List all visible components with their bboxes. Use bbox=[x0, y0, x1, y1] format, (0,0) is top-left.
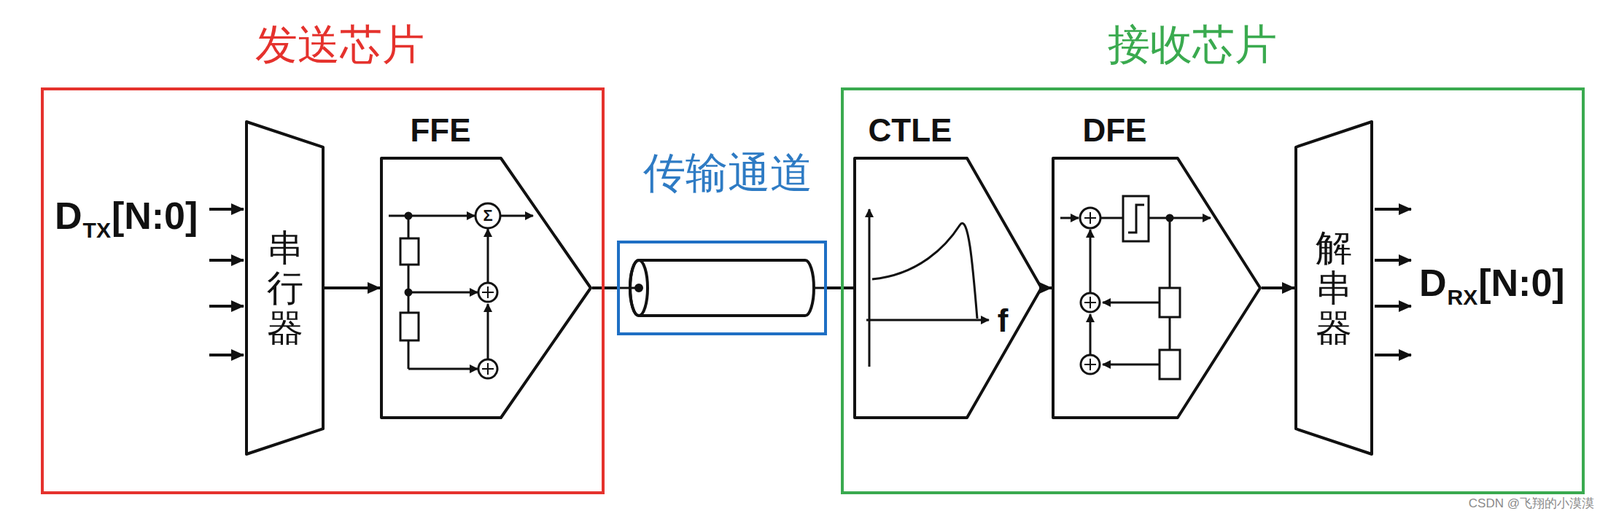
ffe-block: FFE bbox=[379, 156, 593, 420]
delay-box bbox=[1159, 350, 1180, 380]
wire bbox=[388, 215, 475, 218]
frequency-curve bbox=[872, 223, 978, 319]
signal-name: D bbox=[1419, 263, 1447, 302]
input-arrow bbox=[209, 207, 244, 211]
node-dot bbox=[635, 285, 642, 291]
wire bbox=[1100, 217, 1124, 220]
adder-circle bbox=[478, 359, 498, 379]
ctle-block-outline bbox=[853, 156, 1043, 420]
wire bbox=[1169, 317, 1172, 351]
output-arrow bbox=[1374, 258, 1412, 262]
dfe-circuit bbox=[1060, 196, 1211, 380]
block-heading: CTLE bbox=[868, 114, 953, 147]
deserializer-shape bbox=[1295, 121, 1372, 455]
wire bbox=[408, 368, 478, 371]
wire bbox=[813, 287, 825, 290]
axis-label: f bbox=[997, 304, 1009, 337]
vertical-label: 解串器 bbox=[1315, 228, 1353, 349]
axis bbox=[866, 319, 989, 322]
signal-subscript: RX bbox=[1447, 286, 1479, 309]
signal-connector bbox=[592, 286, 617, 290]
output-arrow bbox=[1374, 207, 1412, 211]
ctle-block-shape bbox=[854, 158, 1042, 418]
ctle-block: CTLE bbox=[853, 156, 1043, 420]
wire bbox=[499, 215, 534, 218]
wire bbox=[1102, 301, 1160, 305]
wire bbox=[1169, 218, 1172, 289]
wire bbox=[407, 340, 410, 370]
wire bbox=[1148, 217, 1211, 220]
signal-name: D bbox=[54, 196, 83, 235]
bus-range: [N:0] bbox=[111, 196, 198, 235]
wire bbox=[1102, 363, 1160, 367]
delay-box bbox=[1159, 288, 1180, 318]
ffe-block-outline bbox=[379, 156, 593, 420]
sum-circle bbox=[475, 203, 501, 229]
adder-circle bbox=[478, 282, 498, 302]
sum-symbol: Σ bbox=[482, 207, 493, 224]
wire bbox=[487, 228, 490, 283]
signal-subscript: TX bbox=[83, 219, 111, 242]
block-heading: DFE bbox=[1082, 114, 1147, 147]
ctle-plot bbox=[866, 209, 989, 367]
channel-box: 传输通道 bbox=[616, 240, 827, 336]
deserializer: 解串器 bbox=[1294, 120, 1374, 456]
block-heading: 传输通道 bbox=[643, 151, 813, 194]
output-arrow bbox=[1374, 304, 1412, 308]
wire bbox=[408, 291, 478, 294]
wire bbox=[487, 304, 490, 359]
signal-connector bbox=[1261, 286, 1295, 290]
cylinder-body bbox=[630, 260, 814, 316]
adder-circle bbox=[1080, 207, 1101, 229]
input-arrow bbox=[209, 304, 244, 308]
transmit-chip: 发送芯片串行器FFE bbox=[40, 87, 605, 495]
ffe-block-shape bbox=[381, 158, 591, 418]
block-heading: FFE bbox=[409, 114, 471, 147]
cable-cylinder bbox=[619, 260, 825, 316]
adder-circle bbox=[1080, 355, 1100, 375]
bus-range: [N:0] bbox=[1478, 263, 1565, 302]
block-heading: 发送芯片 bbox=[255, 23, 425, 66]
dfe-block-outline bbox=[1051, 156, 1262, 420]
delay-box bbox=[400, 312, 419, 341]
ffe-circuit bbox=[388, 203, 534, 379]
serializer: 串行器 bbox=[245, 120, 325, 456]
block-heading: 接收芯片 bbox=[1107, 23, 1277, 66]
signal-connector bbox=[826, 286, 854, 290]
input-arrow bbox=[209, 258, 244, 262]
vertical-label: 串行器 bbox=[266, 228, 304, 349]
adder-circle bbox=[1080, 293, 1100, 313]
input-arrow bbox=[209, 353, 244, 357]
slicer-box bbox=[1123, 196, 1149, 242]
input-arrows bbox=[209, 209, 244, 356]
signal-connector bbox=[1042, 286, 1052, 290]
axis bbox=[868, 209, 871, 367]
slicer-symbol bbox=[1128, 204, 1145, 233]
dfe-block-shape bbox=[1053, 158, 1261, 418]
delay-box bbox=[400, 238, 419, 265]
output-arrows bbox=[1374, 209, 1412, 356]
wire bbox=[1089, 229, 1092, 293]
wire bbox=[1089, 314, 1092, 355]
signal-connector bbox=[324, 286, 380, 290]
wire bbox=[407, 215, 410, 239]
dfe-block: DFE bbox=[1051, 156, 1262, 420]
wire bbox=[1060, 217, 1079, 220]
serializer-shape bbox=[246, 121, 324, 455]
watermark: CSDN @飞翔的小漠漠 bbox=[1468, 497, 1595, 510]
output-arrow bbox=[1374, 353, 1412, 357]
